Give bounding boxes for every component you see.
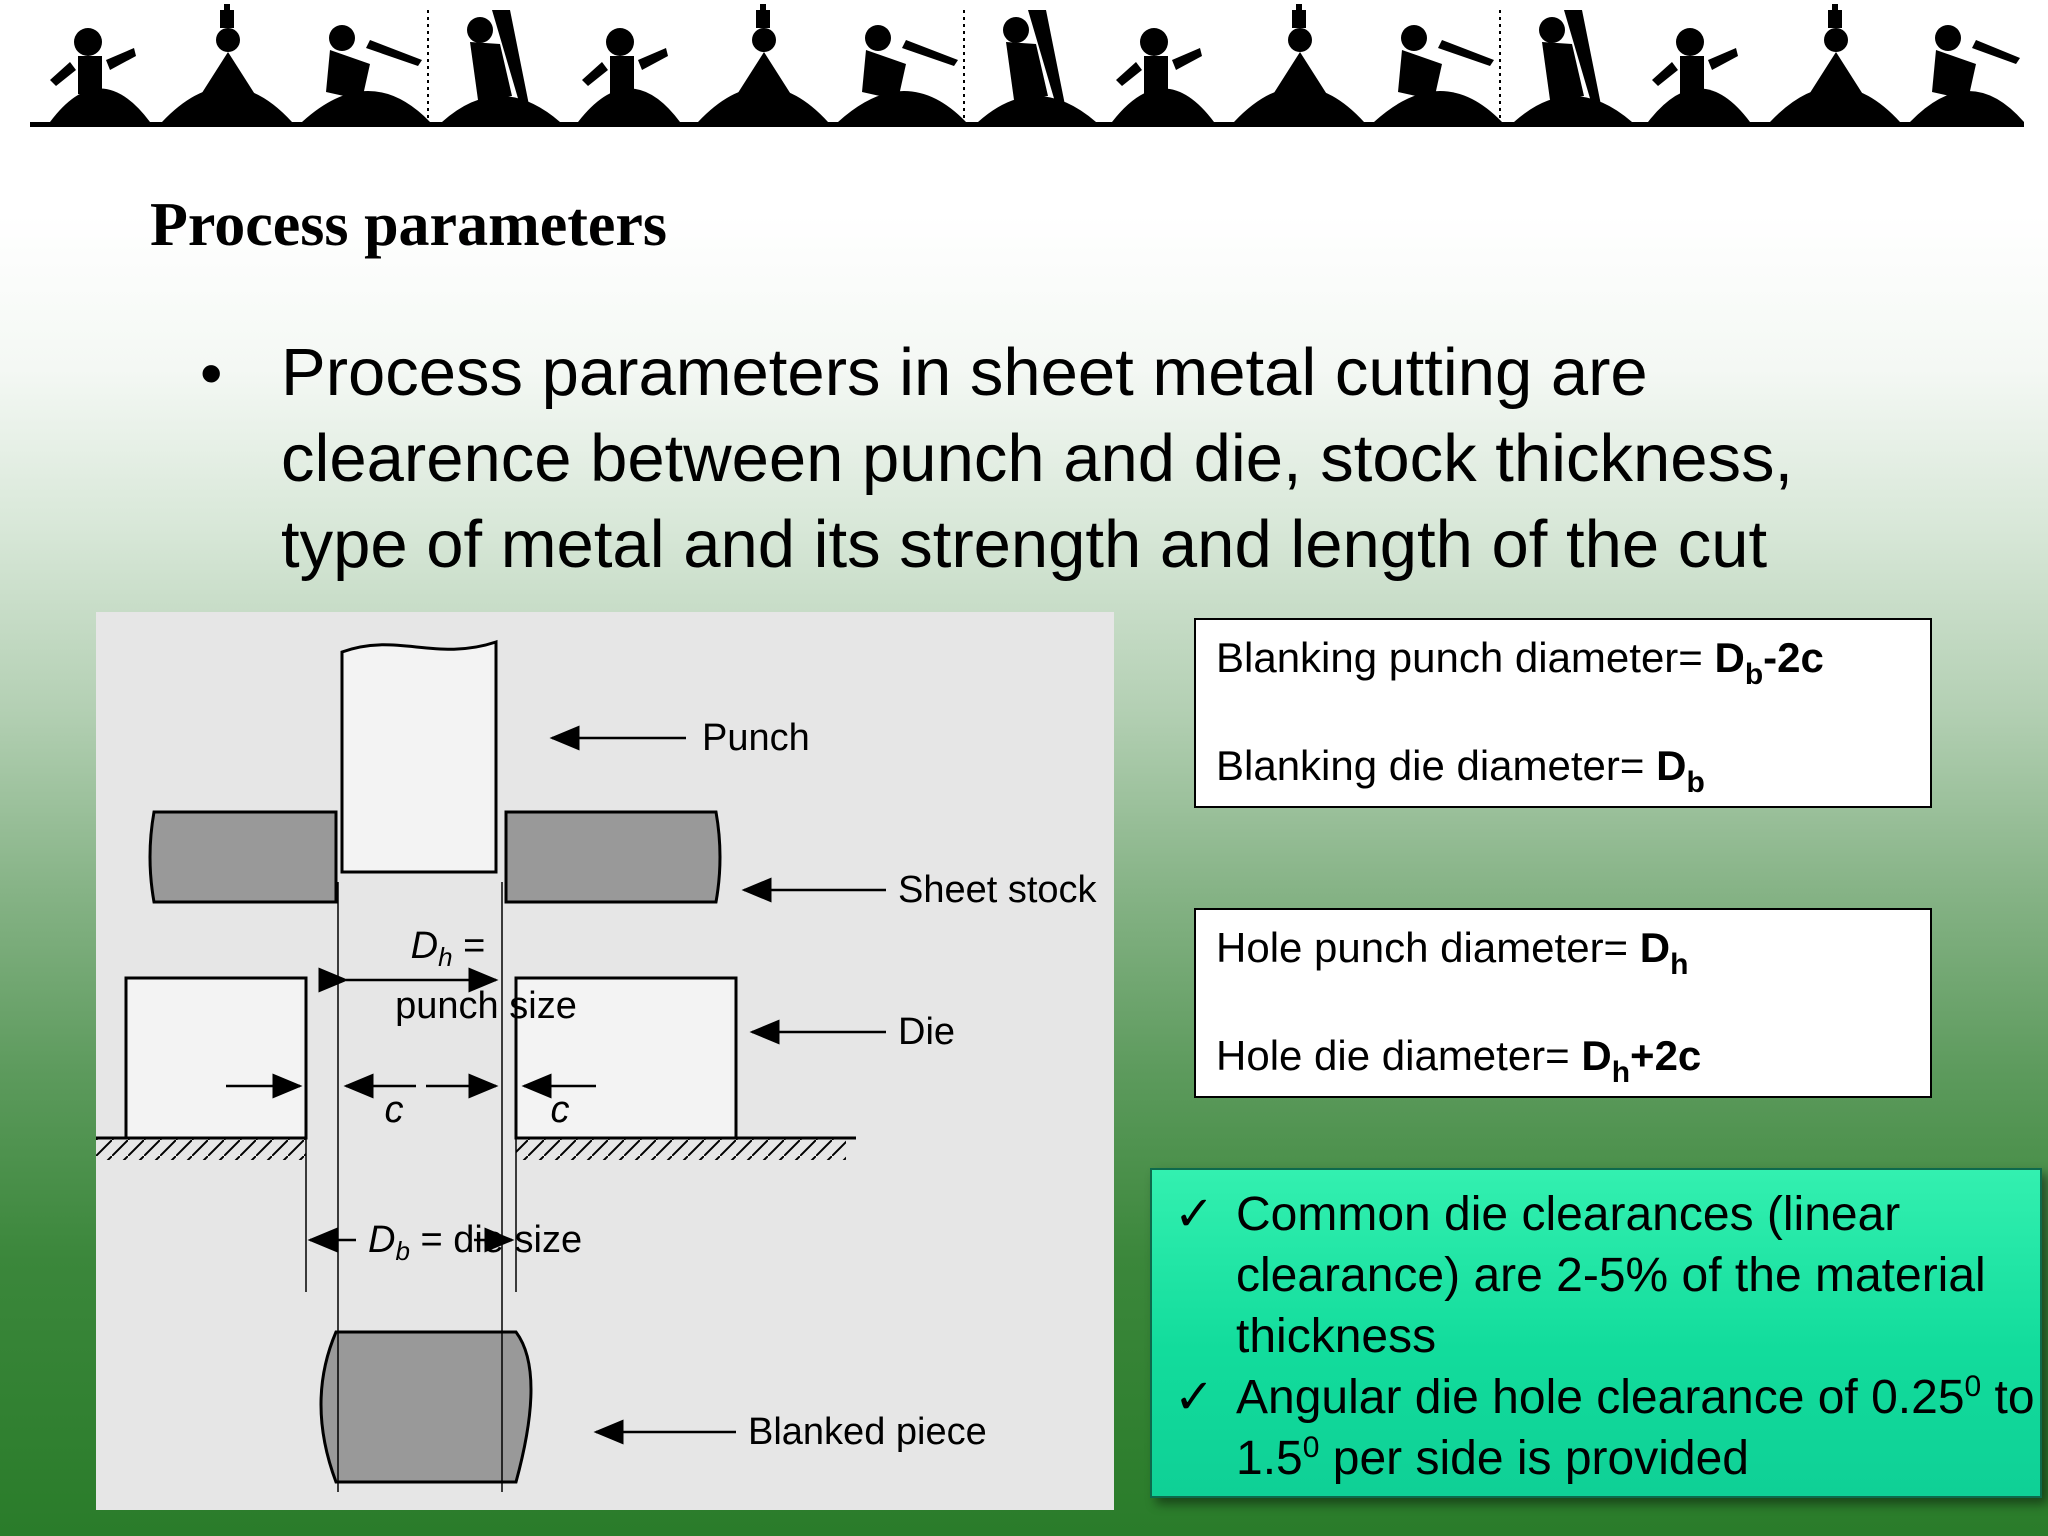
punch-shape <box>340 639 498 874</box>
clearance-note-box: ✓ Common die clearances (linear clearanc… <box>1150 1168 2042 1498</box>
hole-formula-box: Hole punch diameter= Dh Hole die diamete… <box>1194 908 1932 1098</box>
figure-icon <box>578 28 680 122</box>
figure-icon <box>1112 28 1214 122</box>
punch-size-label: punch size <box>395 985 577 1027</box>
db-die-size-label: Db = die size <box>368 1219 582 1266</box>
die-label: Die <box>898 1011 955 1053</box>
figure-icon <box>442 10 560 122</box>
figure-icon <box>1514 10 1632 122</box>
sheet-stock-right <box>504 810 722 904</box>
note-item-linear-clearance: ✓ Common die clearances (linear clearanc… <box>1152 1184 2040 1367</box>
figure-icon <box>838 10 966 122</box>
sheet-stock-label: Sheet stock <box>898 869 1098 911</box>
dh-label: Dh = <box>411 925 486 972</box>
clearance-label-left: c <box>385 1089 404 1131</box>
figure-icon <box>1910 25 2024 122</box>
punch-label: Punch <box>702 717 810 759</box>
bullet-symbol: • <box>200 337 223 409</box>
bullet-text: Process parameters in sheet metal cuttin… <box>281 335 1794 582</box>
hole-die-formula: Hole die diameter= Dh+2c <box>1216 1032 1702 1089</box>
clearance-label-right: c <box>551 1089 570 1131</box>
figure-icon <box>162 4 292 122</box>
figure-icon <box>302 10 430 122</box>
check-icon: ✓ <box>1174 1188 1215 1241</box>
decorative-banner <box>30 4 2024 127</box>
slide-title: Process parameters <box>150 191 668 259</box>
figure-icon <box>1234 4 1364 122</box>
note-item-angular-clearance: ✓ Angular die hole clearance of 0.250 to… <box>1152 1367 2040 1489</box>
figure-icon <box>1374 10 1502 122</box>
sheet-stock-left <box>148 810 338 904</box>
blanked-piece-label: Blanked piece <box>748 1411 987 1453</box>
check-icon: ✓ <box>1174 1371 1215 1424</box>
figure-icon <box>1770 4 1900 122</box>
figure-icon <box>50 28 150 122</box>
blanking-formula-box: Blanking punch diameter= Db-2c Blanking … <box>1194 618 1932 808</box>
figure-icon <box>978 10 1096 122</box>
figure-icon <box>698 4 828 122</box>
blanked-piece-shape <box>319 1330 533 1484</box>
figure-icon <box>1648 28 1750 122</box>
blanking-die-formula: Blanking die diameter= Db <box>1216 742 1705 799</box>
die-left <box>124 976 308 1140</box>
punch-die-diagram: Punch Sheet stock Die Blanked piece Dh =… <box>96 612 1114 1510</box>
hole-punch-formula: Hole punch diameter= Dh <box>1216 924 1689 981</box>
blanking-punch-formula: Blanking punch diameter= Db-2c <box>1216 634 1824 691</box>
